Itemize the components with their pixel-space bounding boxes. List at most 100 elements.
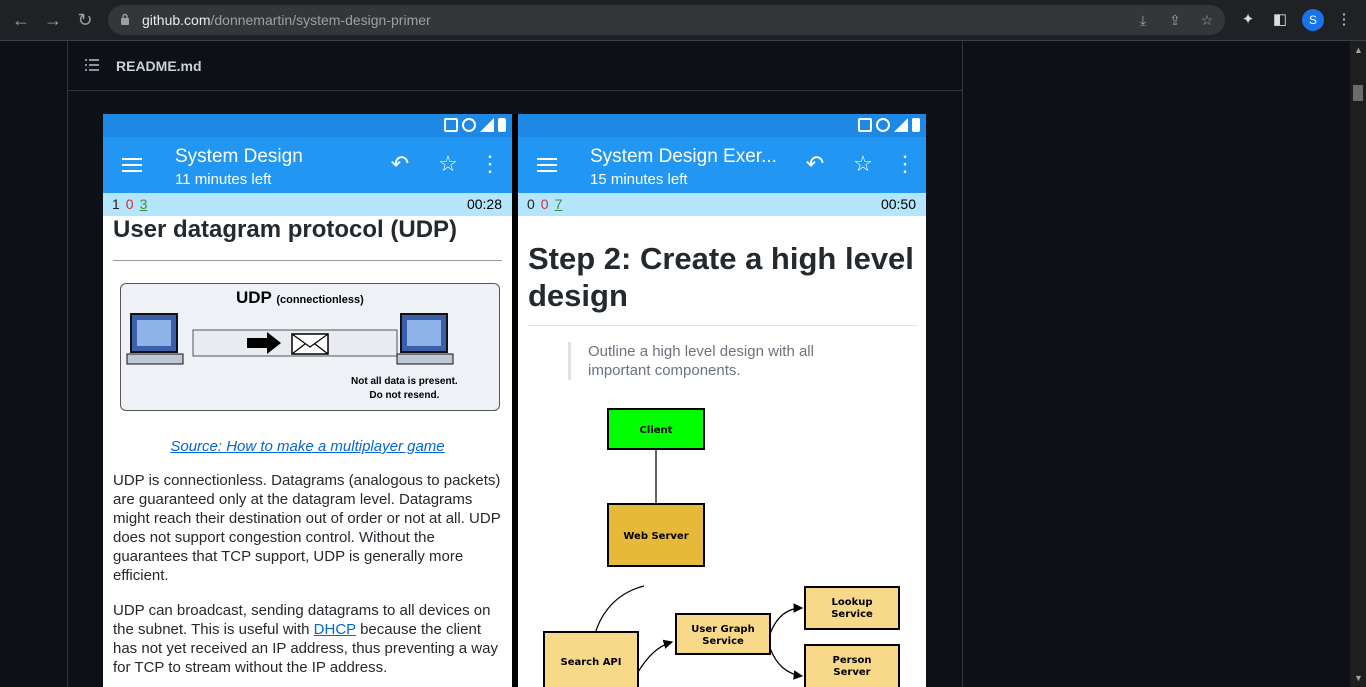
search-api-label: Search API — [561, 657, 622, 668]
score-review: 3 — [139, 196, 148, 212]
scroll-up-icon[interactable]: ▲ — [1354, 45, 1363, 55]
app-bar: System Design Exer... 15 minutes left ↶ … — [518, 137, 926, 193]
app-title: System Design Exer... — [590, 146, 777, 167]
undo-icon[interactable]: ↶ — [805, 151, 825, 176]
timer: 00:50 — [880, 196, 916, 212]
hamburger-menu-icon[interactable] — [537, 158, 557, 172]
heading-rule — [528, 325, 917, 326]
hamburger-menu-icon[interactable] — [122, 158, 142, 172]
card-content: User datagram protocol (UDP) UDP (connec… — [103, 216, 512, 687]
person-label-2: Server — [833, 667, 870, 678]
bookmark-star-icon[interactable]: ☆ — [1200, 12, 1214, 28]
phone-divider — [512, 114, 518, 687]
browser-toolbar: ← → ↻ github.com/donnemartin/system-desi… — [0, 0, 1366, 41]
list-icon[interactable] — [85, 59, 99, 71]
user-graph-label-2: Service — [702, 636, 744, 647]
address-bar[interactable]: github.com/donnemartin/system-design-pri… — [108, 5, 1225, 35]
card-heading: Step 2: Create a high level design — [528, 241, 914, 313]
score-learning: 0 — [125, 196, 134, 212]
paragraph-2-end: because the client has not yet received … — [113, 621, 498, 676]
battery-icon — [912, 118, 920, 132]
web-server-box: Web Server — [607, 503, 705, 567]
vibrate-icon — [444, 118, 458, 132]
heading-rule — [113, 260, 502, 261]
readme-title[interactable]: README.md — [116, 58, 202, 74]
figure-note: Not all data is present. Do not resend. — [351, 375, 458, 403]
app-subtitle: 11 minutes left — [175, 171, 272, 188]
lock-icon — [121, 13, 129, 25]
url-path: /donnemartin/system-design-primer — [210, 12, 431, 28]
avatar[interactable]: S — [1302, 9, 1324, 31]
envelope-icon — [291, 333, 329, 355]
readme-header: README.md — [68, 41, 962, 91]
lookup-label-2: Service — [831, 609, 873, 620]
udp-illustration — [126, 313, 454, 365]
page-scrollbar[interactable]: ▲ ▼ — [1350, 41, 1366, 687]
udp-diagram: UDP (connectionless) — [120, 283, 500, 411]
scroll-down-icon[interactable]: ▼ — [1354, 673, 1363, 683]
undo-icon[interactable]: ↶ — [390, 151, 410, 176]
score-review: 7 — [554, 196, 563, 212]
readme-panel: README.md System Design 11 minutes left … — [67, 41, 963, 687]
user-graph-service-box: User Graph Service — [675, 613, 771, 655]
receiver-computer-icon — [396, 313, 454, 365]
app-bar: System Design 11 minutes left ↶ ☆ ⋮ — [103, 137, 512, 193]
overflow-menu-icon[interactable]: ⋮ — [894, 151, 916, 176]
share-icon[interactable]: ⇪ — [1169, 12, 1181, 28]
status-bar — [518, 114, 926, 137]
app-title: System Design — [175, 146, 303, 167]
source-link[interactable]: Source: How to make a multiplayer game — [170, 438, 445, 455]
signal-icon — [480, 118, 494, 132]
star-icon[interactable]: ☆ — [853, 151, 873, 176]
scrollbar-thumb[interactable] — [1353, 85, 1363, 101]
more-menu-icon[interactable]: ⋮ — [1336, 11, 1352, 28]
figure-note-line2: Do not resend. — [369, 390, 440, 401]
architecture-diagram: Client Web Server Search API User Graph … — [543, 408, 900, 687]
client-box: Client — [607, 408, 705, 450]
paragraph-2-start: UDP can broadcast, sending datagrams to … — [113, 602, 491, 638]
figure-title: UDP (connectionless) — [236, 288, 364, 308]
url-text: github.com/donnemartin/system-design-pri… — [142, 12, 431, 28]
sender-computer-icon — [126, 313, 184, 365]
lookup-service-box: Lookup Service — [804, 586, 900, 630]
install-icon[interactable]: ⤓ — [1139, 12, 1147, 28]
figure-note-line1: Not all data is present. — [351, 376, 458, 387]
paragraph-2: UDP can broadcast, sending datagrams to … — [113, 601, 505, 677]
score-learning: 0 — [540, 196, 549, 212]
figure-title-main: UDP — [236, 288, 272, 307]
page: README.md System Design 11 minutes left … — [0, 41, 1350, 687]
star-icon[interactable]: ☆ — [438, 151, 458, 176]
arrow-icon — [247, 332, 281, 354]
dhcp-link[interactable]: DHCP — [313, 621, 356, 638]
timer: 00:28 — [466, 196, 502, 212]
figure-title-sub: (connectionless) — [276, 294, 364, 306]
score-new: 0 — [527, 196, 535, 212]
signal-icon — [894, 118, 908, 132]
vibrate-icon — [858, 118, 872, 132]
battery-icon — [498, 118, 506, 132]
extensions-icon[interactable]: ✦ — [1241, 11, 1255, 28]
score-new: 1 — [112, 196, 120, 212]
web-server-label: Web Server — [623, 531, 688, 542]
back-icon[interactable]: ← — [12, 10, 30, 30]
url-host: github.com — [142, 12, 211, 28]
alarm-icon — [462, 118, 476, 132]
client-label: Client — [640, 425, 673, 436]
status-bar — [103, 114, 512, 137]
lookup-label-1: Lookup — [831, 597, 872, 608]
user-graph-label-1: User Graph — [691, 624, 754, 635]
card-heading: User datagram protocol (UDP) — [113, 216, 458, 243]
alarm-icon — [876, 118, 890, 132]
overflow-menu-icon[interactable]: ⋮ — [479, 151, 501, 176]
forward-icon[interactable]: → — [44, 10, 62, 30]
person-label-1: Person — [833, 655, 872, 666]
side-panel-icon[interactable]: ◧ — [1272, 11, 1288, 28]
reload-icon[interactable]: ↻ — [77, 10, 93, 30]
paragraph-1: UDP is connectionless. Datagrams (analog… — [113, 472, 501, 584]
app-subtitle: 15 minutes left — [590, 171, 688, 188]
